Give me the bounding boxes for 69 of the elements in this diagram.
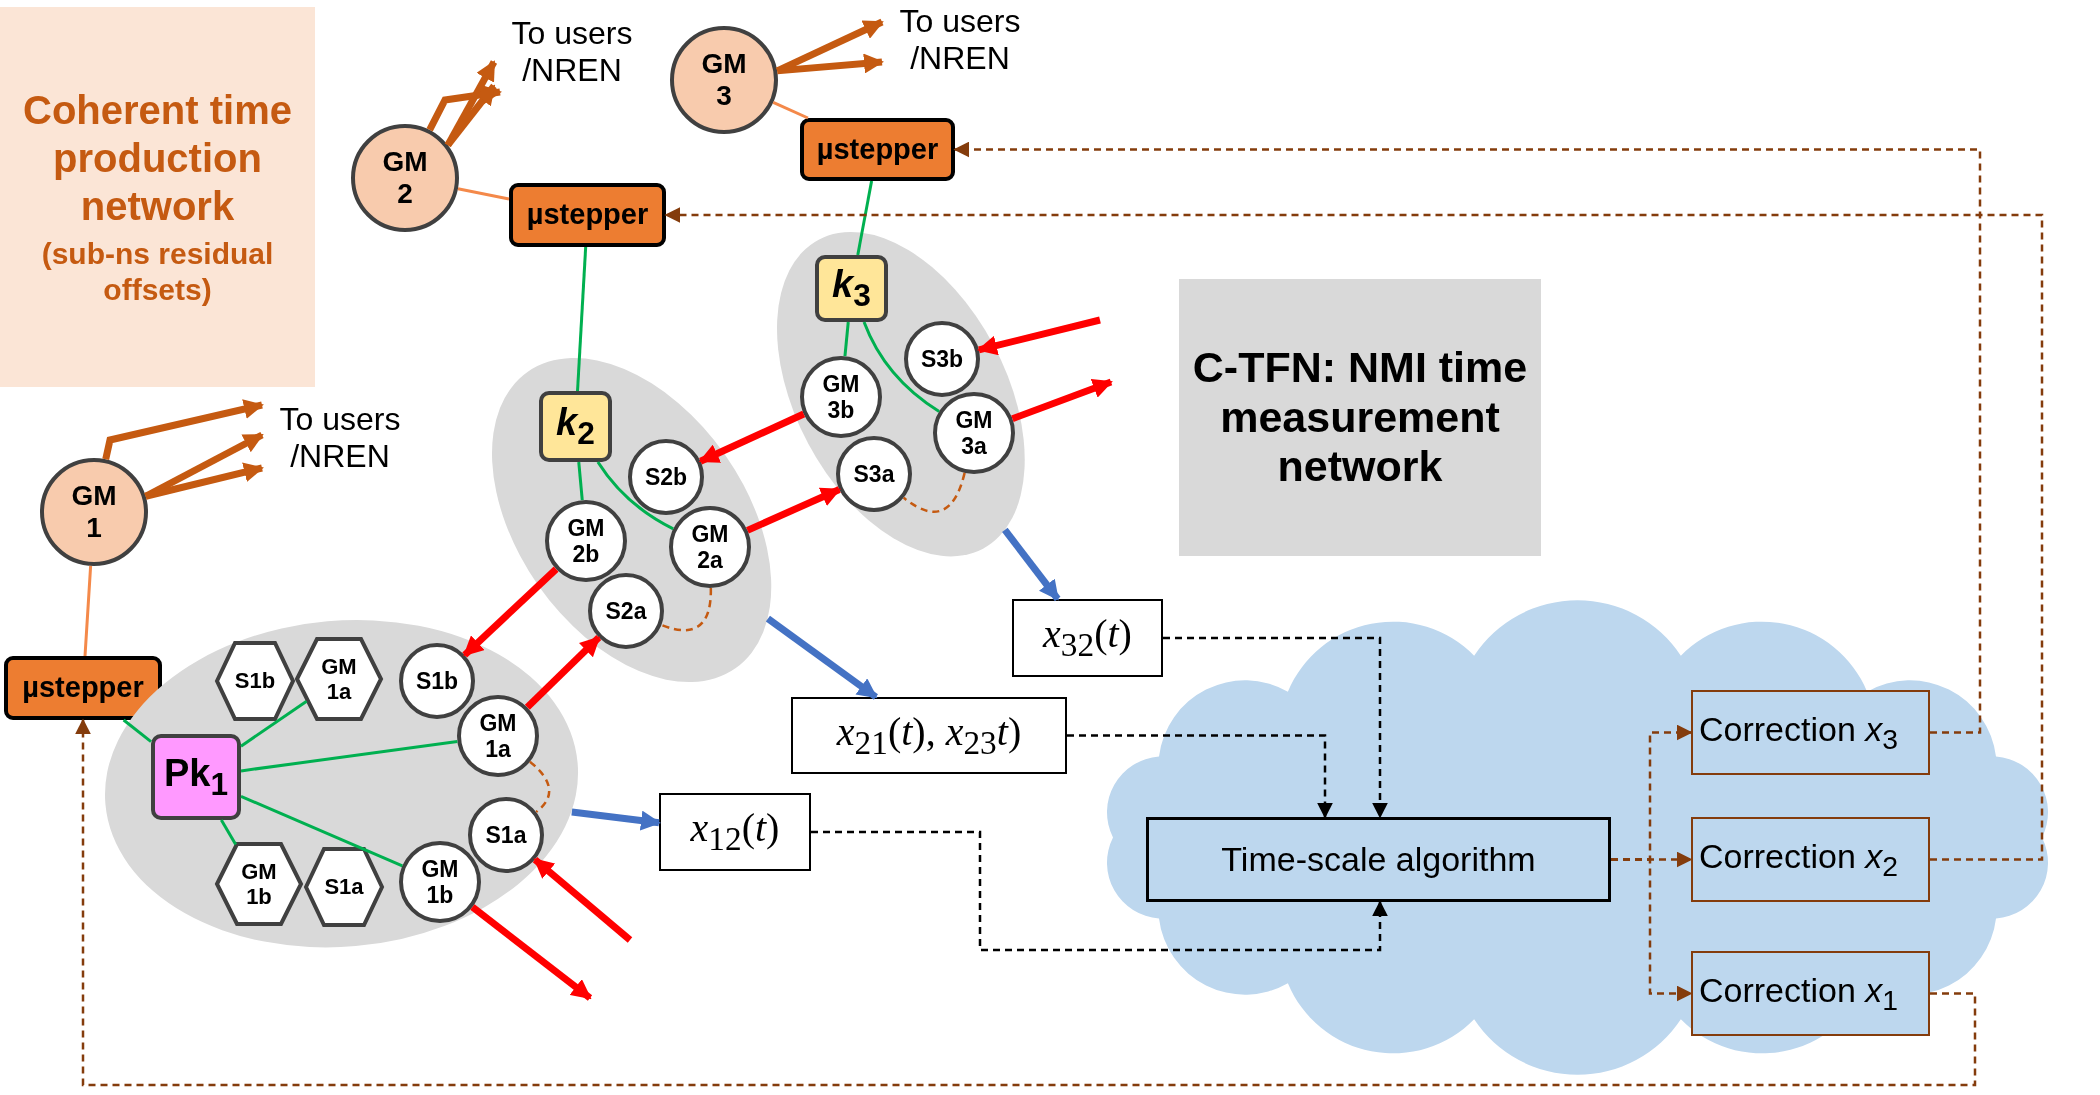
correction-box: Correction x$_{1}$ — [1691, 951, 1930, 1036]
destination-note: To users /NREN — [494, 12, 644, 92]
arrow — [524, 635, 602, 710]
steering-box: k$_{2}$ — [539, 391, 612, 462]
site-ellipse — [777, 231, 1025, 557]
correction-box: Correction x$_{3}$ — [1691, 690, 1930, 775]
hexagon-node: S1b — [215, 641, 295, 721]
clock-circle: GM 1 — [40, 458, 148, 566]
steering-box: Pk$_{1}$ — [151, 734, 241, 820]
dashed-connector-line — [529, 760, 551, 813]
connector-line — [240, 795, 403, 868]
title-panel: C-TFN: NMI time measurement network — [1179, 279, 1541, 556]
arrow — [532, 856, 633, 943]
connector-line — [83, 565, 93, 657]
connector-line — [240, 699, 308, 748]
destination-note: To users /NREN — [882, 0, 1032, 80]
connector-line — [577, 461, 584, 501]
hexagon-node: GM 1a — [295, 637, 383, 721]
arrow — [765, 615, 878, 700]
connector-line — [122, 718, 152, 743]
panel-subtitle: (sub-ns residual offsets) — [40, 236, 275, 308]
connector-line — [772, 100, 809, 120]
arrow — [698, 410, 806, 465]
steering-box: k$_{3}$ — [815, 255, 888, 322]
note-panel — [0, 7, 315, 387]
stepper-box: µstepper — [509, 183, 666, 247]
dashed-arrow — [1163, 636, 1388, 819]
measurement-box: x$_{32}$(t) — [1012, 599, 1163, 677]
correction-box: Correction x$_{2}$ — [1691, 817, 1930, 902]
connector-line — [576, 246, 588, 392]
connector-line — [240, 740, 458, 773]
dashed-arrow — [953, 141, 1982, 734]
dashed-connector-line — [902, 472, 966, 513]
arrow — [445, 83, 497, 148]
arrow — [470, 904, 593, 1001]
arrow — [444, 60, 498, 147]
arrow — [976, 316, 1101, 356]
hexagon-node: S1a — [304, 847, 384, 927]
measurement-box: x$_{21}$(t), x$_{23}$t) — [791, 697, 1067, 774]
arrow — [1002, 527, 1061, 602]
arrow — [462, 566, 559, 658]
connector-line — [843, 321, 850, 357]
arrow — [426, 84, 502, 132]
dashed-connector-line — [660, 587, 713, 632]
measurement-box: x$_{12}$(t) — [659, 793, 811, 871]
arrow — [1011, 378, 1113, 422]
dashed-arrow — [811, 830, 1388, 952]
algorithm-box: Time-scale algorithm — [1146, 817, 1611, 902]
stepper-box: µstepper — [800, 118, 955, 181]
connector-line — [862, 321, 940, 413]
connector-line — [457, 187, 510, 201]
connector-line — [220, 819, 237, 846]
arrow — [571, 808, 661, 831]
dashed-arrow — [1067, 734, 1333, 819]
arrow — [776, 53, 884, 75]
dashed-arrow — [1611, 858, 1693, 1002]
destination-note: To users /NREN — [262, 398, 412, 478]
panel-heading: Coherent time production network — [22, 87, 293, 230]
site-ellipse — [492, 357, 772, 683]
connector-line — [856, 180, 874, 256]
clock-circle: GM 2 — [351, 124, 459, 232]
arrow — [102, 399, 264, 461]
stepper-box: µstepper — [4, 656, 162, 720]
hexagon-node: GM 1b — [215, 842, 303, 926]
clock-circle: GM 3 — [670, 26, 778, 134]
dashed-arrow — [75, 718, 1977, 1087]
arrow — [746, 486, 842, 534]
dashed-arrow — [664, 207, 2044, 861]
arrow — [144, 462, 264, 500]
